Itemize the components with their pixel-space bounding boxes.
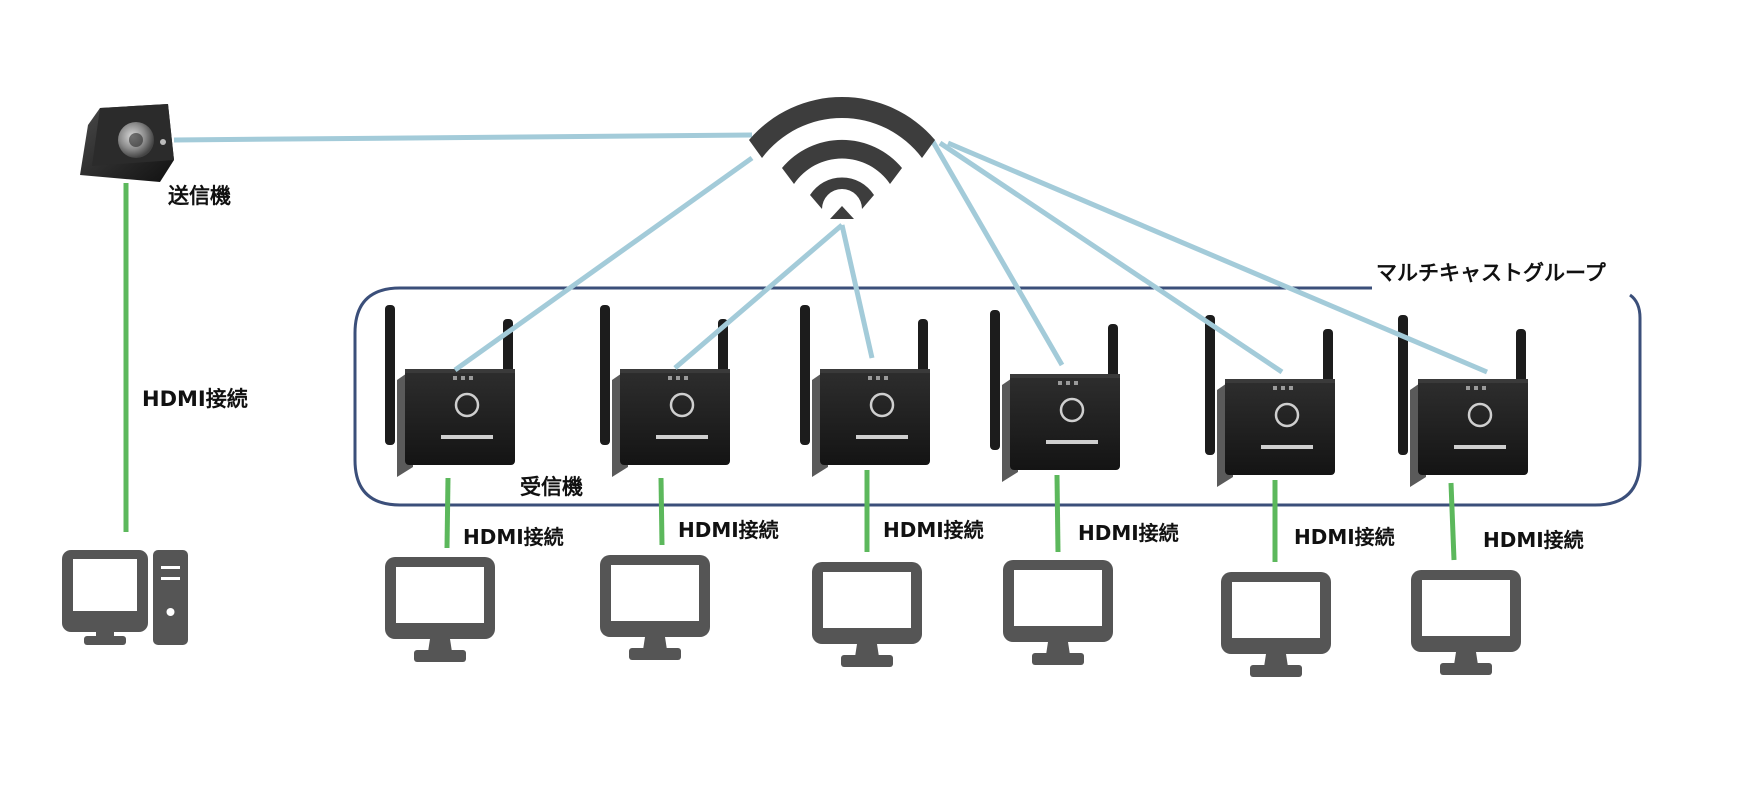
- monitor-icon: [385, 557, 495, 662]
- wifi-link-receiver: [947, 140, 1488, 375]
- multicast-group-label: マルチキャストグループ: [1376, 261, 1606, 285]
- hdmi-link-receiver: [658, 477, 665, 546]
- hdmi-label-receiver: HDMI接続: [1294, 525, 1395, 549]
- receiver-device-icon: [988, 308, 1122, 484]
- transmitter-label: 送信機: [168, 184, 231, 208]
- hdmi-label-receiver: HDMI接続: [678, 518, 779, 542]
- receiver-label: 受信機: [520, 475, 583, 499]
- wifi-link-receiver: [938, 140, 1284, 375]
- hdmi-link-receiver: [1054, 474, 1061, 553]
- monitor-icon: [1221, 572, 1331, 677]
- receiver-device-icon: [598, 303, 732, 479]
- monitor-icon: [1003, 560, 1113, 665]
- desktop-pc-icon: [62, 550, 188, 645]
- hdmi-label-receiver: HDMI接続: [1483, 528, 1584, 552]
- wifi-link-receiver: [839, 224, 875, 359]
- hdmi-label-pc: HDMI接続: [142, 387, 248, 411]
- monitor-icon: [600, 555, 710, 660]
- hdmi-link-receiver: [1448, 482, 1457, 561]
- receiver-device-icon: [1203, 313, 1337, 489]
- monitor-icon: [1411, 570, 1521, 675]
- receiver-device-icon: [383, 303, 517, 479]
- hdmi-link-receiver: [444, 477, 451, 549]
- wifi-icon: [749, 96, 935, 219]
- wifi-link-receiver: [673, 223, 844, 370]
- hdmi-label-receiver: HDMI接続: [883, 518, 984, 542]
- transmitter-device-icon: [80, 104, 174, 182]
- multicast-group-box: [353, 286, 1642, 507]
- hdmi-label-receiver: HDMI接続: [1078, 521, 1179, 545]
- hdmi-label-receiver: HDMI接続: [463, 525, 564, 549]
- wifi-link-receiver: [929, 138, 1065, 367]
- wifi-link-receiver: [453, 155, 754, 373]
- monitor-icon: [812, 562, 922, 667]
- wifi-link-transmitter: [173, 132, 753, 143]
